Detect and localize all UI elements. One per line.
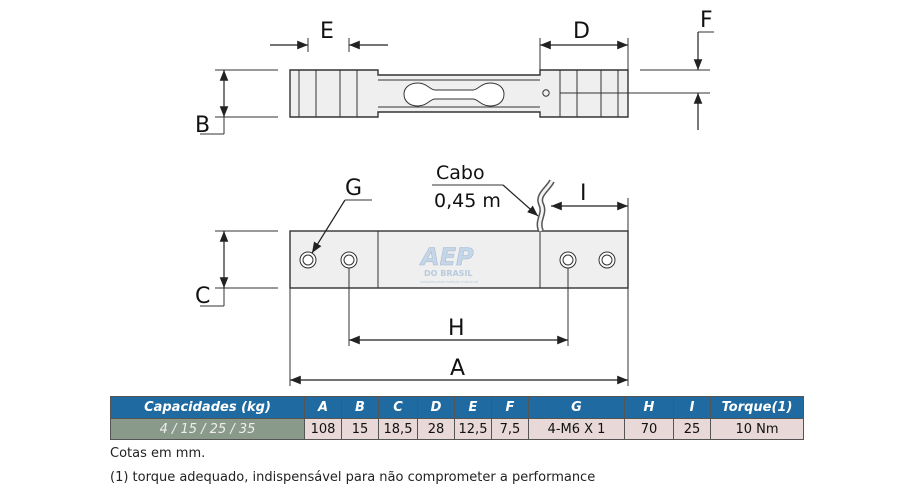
- cell-b: 15: [341, 418, 379, 440]
- front-view: [200, 179, 629, 386]
- label-D: D: [573, 19, 590, 44]
- label-H: H: [448, 316, 465, 341]
- header-b: B: [341, 396, 379, 419]
- cell-g: 4-M6 X 1: [528, 418, 625, 440]
- slot-cutout: [403, 82, 505, 107]
- technical-drawing: E D F B: [195, 8, 714, 386]
- cell-c: 18,5: [378, 418, 418, 440]
- header-d: D: [417, 396, 455, 419]
- header-i: I: [673, 396, 711, 419]
- header-f: F: [491, 396, 529, 419]
- cell-f: 7,5: [491, 418, 529, 440]
- header-a: A: [304, 396, 342, 419]
- header-g: G: [528, 396, 625, 419]
- label-E: E: [320, 19, 334, 44]
- spec-table: Capacidades (kg) A B C D E F G H I Torqu…: [110, 396, 804, 440]
- table-header-row: Capacidades (kg) A B C D E F G H I Torqu…: [110, 396, 804, 419]
- top-view: [200, 31, 714, 135]
- label-C: C: [195, 284, 210, 309]
- cell-torque: 10 Nm: [710, 418, 804, 440]
- cell-i: 25: [673, 418, 711, 440]
- header-c: C: [378, 396, 418, 419]
- aep-logo: AEP DO BRASIL soluções para medição indu…: [419, 243, 478, 284]
- cell-capacidades: 4 / 15 / 25 / 35: [110, 418, 305, 440]
- cell-h: 70: [624, 418, 674, 440]
- header-capacidades: Capacidades (kg): [110, 396, 305, 419]
- note-torque: (1) torque adequado, indispensável para …: [110, 470, 596, 485]
- table-row: 4 / 15 / 25 / 35 108 15 18,5 28 12,5 7,5…: [110, 418, 804, 440]
- logo-sub: DO BRASIL: [424, 269, 473, 278]
- cell-a: 108: [304, 418, 342, 440]
- header-torque: Torque(1): [710, 396, 804, 419]
- header-e: E: [454, 396, 492, 419]
- logo-text: AEP: [419, 243, 474, 271]
- cell-e: 12,5: [454, 418, 492, 440]
- logo-tagline: soluções para medição industrial: [420, 280, 478, 284]
- label-cabo: Cabo: [436, 162, 485, 184]
- header-h: H: [624, 396, 674, 419]
- label-B: B: [195, 113, 210, 138]
- label-I: I: [580, 181, 587, 206]
- cell-d: 28: [417, 418, 455, 440]
- label-A: A: [450, 356, 465, 381]
- note-units: Cotas em mm.: [110, 446, 206, 461]
- label-cabo-length: 0,45 m: [434, 190, 501, 212]
- label-F: F: [700, 8, 713, 33]
- label-G: G: [345, 176, 362, 201]
